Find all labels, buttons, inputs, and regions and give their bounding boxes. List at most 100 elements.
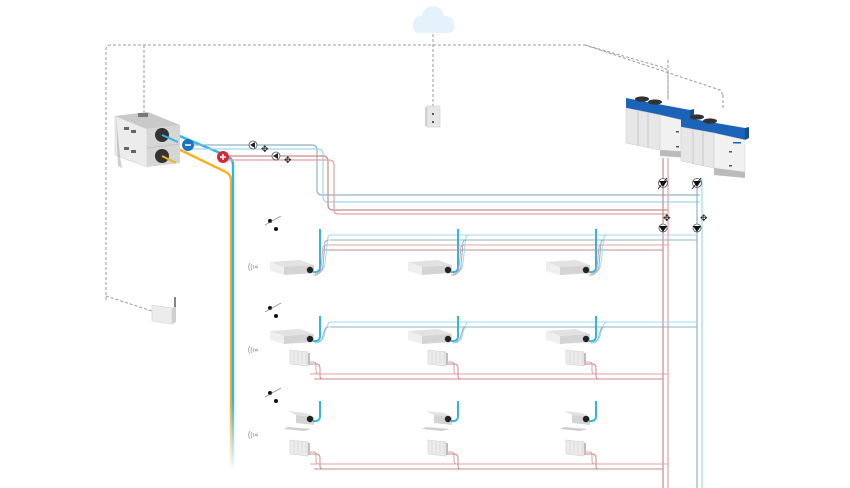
floor-2 [231, 302, 697, 380]
three-way-valve-icon: ✥ [261, 145, 269, 155]
control-bus-top [105, 44, 669, 300]
ahu-distribution-lines [188, 144, 700, 215]
shutoff-valve-icon [692, 223, 702, 233]
radiator-icon [289, 349, 324, 380]
balancing-valve-icon [268, 219, 272, 223]
cassette-top [270, 260, 314, 267]
pipe-unit-drop [312, 229, 321, 274]
pipe-unit-supply [590, 326, 606, 344]
pipe-unit-hot [312, 244, 328, 276]
supply-plus-valve-icon [217, 151, 229, 163]
pipe-hot-return [222, 155, 668, 211]
cassette-side [270, 331, 284, 344]
cassette-top [270, 329, 314, 336]
floor-1 [231, 215, 697, 276]
balancing-valve-icon [274, 314, 278, 318]
pipe-blue-main [169, 130, 235, 470]
wireless-sensor-icon [248, 345, 258, 355]
cassette-top [546, 260, 590, 267]
check-valve-icon [657, 177, 668, 190]
cassette-unit [546, 229, 609, 276]
radiator-body [565, 349, 585, 367]
wall-unit-base [422, 427, 450, 431]
pipe-radiator-link [586, 361, 596, 375]
pipe-radiator-link [448, 453, 462, 470]
pipe-radiator-link [586, 453, 600, 470]
cassette-unit [546, 316, 609, 344]
chiller-risers [662, 158, 703, 488]
balancing-valve-icon [264, 387, 282, 398]
three-way-valve-icon: ✥ [663, 214, 671, 224]
radiator-body [427, 349, 447, 367]
wall-unit-top [288, 411, 314, 417]
cloud-icon [413, 6, 454, 33]
pipe-radiator-link [448, 451, 458, 465]
radiator-valve [308, 443, 310, 455]
radiator-body [289, 439, 309, 457]
air-handling-unit-icon [114, 112, 181, 168]
supply-minus-valve-icon [182, 139, 194, 151]
coil-connection-icon [306, 415, 314, 423]
pipe-unit-drop [450, 229, 459, 274]
wall-unit [422, 401, 459, 431]
cassette-side [408, 262, 422, 275]
pipe-unit-drop [450, 401, 459, 423]
floors-group [231, 215, 697, 470]
pipe-radiator-link [310, 451, 320, 465]
radiator-valve [584, 353, 586, 365]
coil-connection-icon [306, 335, 314, 343]
wireless-arc [253, 347, 255, 353]
coil-connection-icon [444, 415, 452, 423]
wall-controller-icon [425, 105, 441, 128]
wall-unit-base [560, 427, 588, 431]
control-gateway-link [105, 295, 156, 313]
wireless-arc [253, 264, 255, 270]
radiator-icon [565, 439, 600, 470]
pipe-cold-return [188, 148, 700, 203]
balancing-valve-icon [264, 302, 282, 313]
control-network [105, 14, 724, 380]
cassette-top [546, 329, 590, 336]
pipe-unit-drop [312, 316, 321, 343]
wall-unit-top [426, 411, 452, 417]
three-way-valve-icon: ✥ [284, 156, 292, 166]
pipe-unit-drop [588, 229, 597, 274]
cassette-front [422, 334, 452, 344]
pipe-cold-supply [188, 144, 700, 196]
balancing-valve-icon [274, 399, 278, 403]
cassette-side [546, 331, 560, 344]
pipe-radiator-link [310, 453, 324, 470]
wireless-arc [250, 263, 253, 271]
cassette-unit [270, 316, 333, 344]
coil-connection-icon [306, 266, 314, 274]
pump-icon [271, 151, 281, 161]
radiator-icon [289, 439, 324, 470]
floor-3 [231, 387, 668, 470]
pipe-radiator-link [448, 363, 462, 380]
cassette-top [408, 329, 452, 336]
pump-icon [248, 140, 258, 150]
cassette-unit [408, 229, 471, 276]
radiator-icon [565, 349, 600, 380]
wireless-dot [255, 433, 258, 437]
balancing-valve-icon [268, 391, 272, 395]
wireless-arc [250, 346, 253, 354]
cassette-front [422, 265, 452, 275]
wireless-sensor-icon [248, 262, 258, 272]
pipe-unit-supply [452, 326, 468, 344]
wireless-sensor-icon [248, 430, 258, 440]
wall-unit [560, 401, 597, 431]
cassette-side [408, 331, 422, 344]
balancing-valve-icon [264, 215, 282, 226]
wall-unit [284, 401, 321, 431]
coil-connection-icon [582, 335, 590, 343]
pipe-hot-supply [222, 159, 668, 215]
coil-connection-icon [444, 266, 452, 274]
cassette-front [284, 334, 314, 344]
radiator-valve [446, 443, 448, 455]
wifi-gateway-icon [151, 297, 176, 325]
wireless-arc [250, 431, 253, 439]
wall-unit-top [564, 411, 590, 417]
balancing-valve-icon [268, 306, 272, 310]
